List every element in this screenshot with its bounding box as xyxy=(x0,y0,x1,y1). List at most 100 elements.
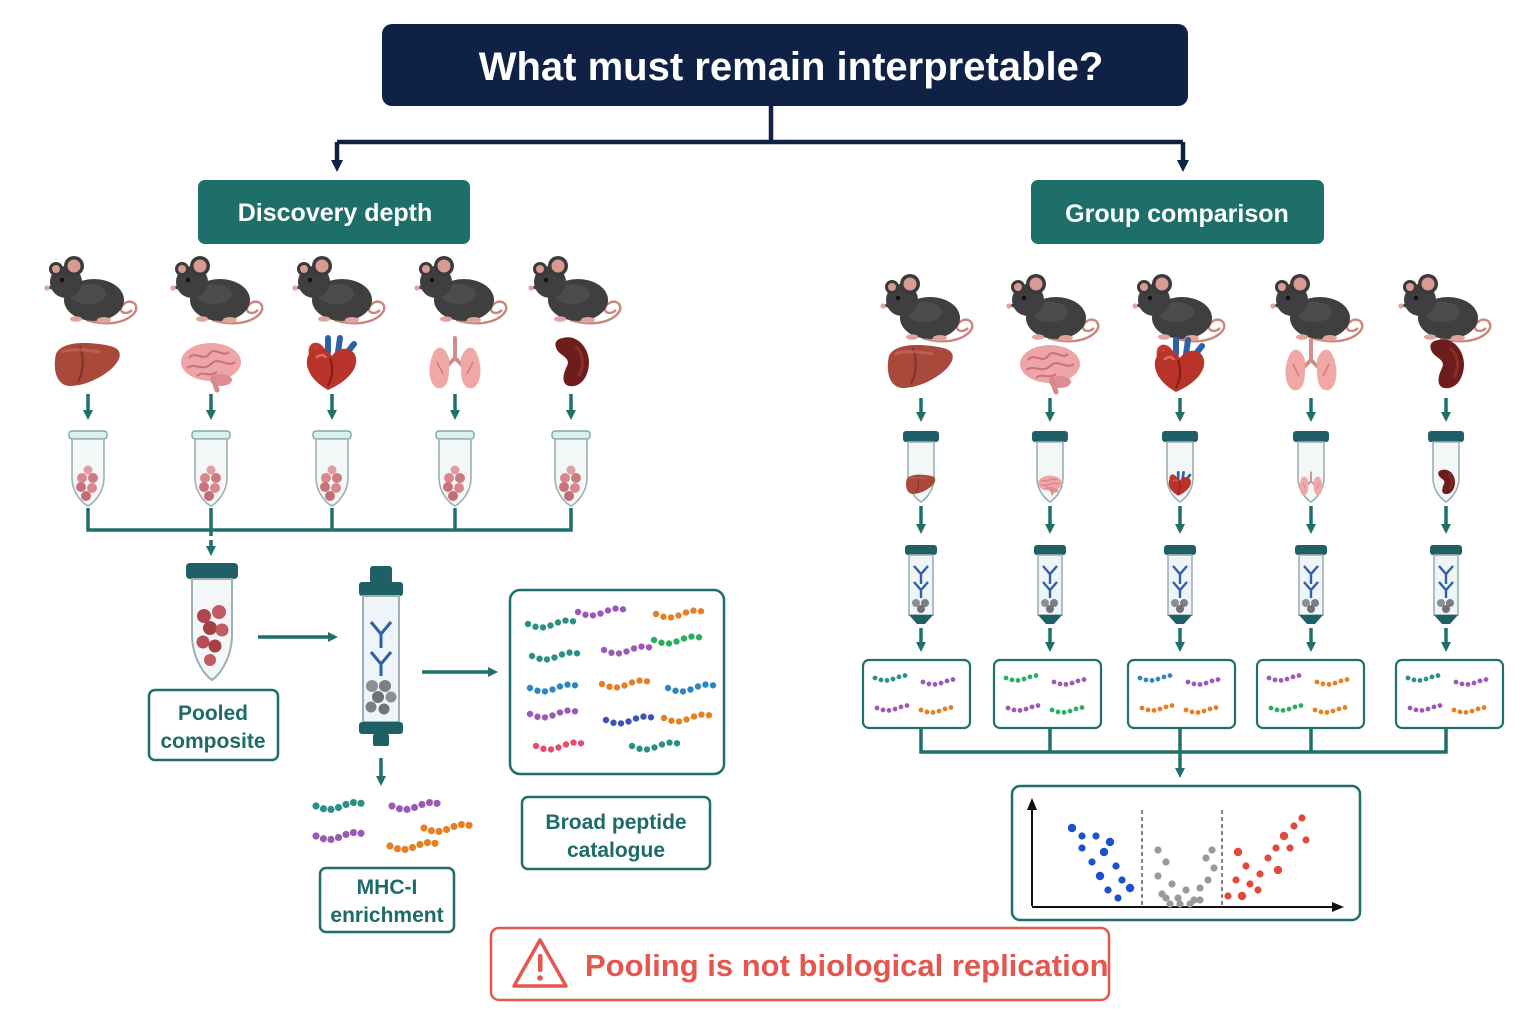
volcano-point xyxy=(1125,883,1135,893)
volcano-point xyxy=(1242,862,1250,870)
volcano-point xyxy=(1254,886,1262,894)
volcano-point xyxy=(1273,865,1283,875)
volcano-point xyxy=(1154,846,1162,854)
sample-tube-icon xyxy=(435,430,475,507)
left-organ-arrows xyxy=(83,394,576,420)
peptide-chain-icon xyxy=(311,798,366,814)
peptide-chain-icon xyxy=(1404,672,1442,684)
title-banner: What must remain interpretable? xyxy=(382,24,1188,106)
right-organ-arrows xyxy=(916,398,1451,422)
right-column-arrows xyxy=(916,628,1451,652)
mhc-column-icon xyxy=(903,543,939,626)
branch-discovery-depth: Discovery depth xyxy=(198,180,470,244)
peptide-chain-icon xyxy=(1313,676,1351,688)
volcano-point xyxy=(1224,892,1232,900)
mhc-column-icon xyxy=(359,566,403,746)
peptide-chain-icon xyxy=(652,606,706,622)
volcano-point xyxy=(1067,823,1077,833)
sample-tube-icon xyxy=(191,430,231,507)
volcano-point xyxy=(1078,832,1086,840)
peptide-chain-icon xyxy=(1265,672,1303,684)
volcano-point xyxy=(1272,844,1280,852)
peptide-chain-icon xyxy=(311,828,366,844)
catalogue-peptides xyxy=(524,604,718,754)
catalogue-label-line2: catalogue xyxy=(567,839,665,862)
peptide-chain-icon xyxy=(1184,676,1222,688)
mhc-column-icon xyxy=(1293,543,1329,626)
lungs-icon xyxy=(427,336,483,391)
title-connector xyxy=(331,106,1189,172)
volcano-point xyxy=(1246,880,1254,888)
peptide-chain-icon xyxy=(574,604,628,620)
mhc-label-line2: enrichment xyxy=(330,904,443,927)
mhc-enrichment-label: MHC-I enrichment xyxy=(318,866,456,934)
branch-group-label: Group comparison xyxy=(1065,200,1289,228)
peptide-chain-icon xyxy=(1267,702,1305,714)
peptide-chain-icon xyxy=(1138,702,1176,714)
volcano-point xyxy=(1154,872,1162,880)
volcano-point xyxy=(1114,894,1122,902)
volcano-point xyxy=(1204,876,1212,884)
peptide-chain-icon xyxy=(664,680,718,696)
peptide-chain-icon xyxy=(871,672,909,684)
mhc-label-line1: MHC-I xyxy=(357,876,418,899)
brain-icon xyxy=(181,343,241,390)
volcano-point xyxy=(1099,847,1109,857)
volcano-points xyxy=(1067,814,1310,908)
volcano-point xyxy=(1174,894,1182,902)
mhc-column-icon xyxy=(1032,543,1068,626)
lungs-icon xyxy=(1283,338,1339,393)
volcano-point xyxy=(1168,880,1176,888)
volcano-point xyxy=(1196,884,1204,892)
volcano-point xyxy=(1112,862,1120,870)
sample-tube-icon xyxy=(312,430,352,507)
volcano-point xyxy=(1162,858,1170,866)
warning-icon xyxy=(512,938,568,988)
sample-tube-icon xyxy=(68,430,108,507)
left-organs-row xyxy=(53,335,591,391)
catalogue-label-line1: Broad peptide xyxy=(545,811,686,834)
warning-box: Pooling is not biological replication xyxy=(489,926,1111,1002)
volcano-point xyxy=(1104,886,1112,894)
heart-icon xyxy=(307,338,356,390)
mouse-icon xyxy=(43,254,138,325)
mouse-icon xyxy=(527,254,622,325)
right-mice-row xyxy=(879,272,1492,343)
volcano-point xyxy=(1264,854,1272,862)
peptide-chain-icon xyxy=(1452,676,1490,688)
volcano-point xyxy=(1095,871,1105,881)
peptide-chain-icon xyxy=(419,820,474,836)
peptide-chain-icon xyxy=(917,704,955,716)
peptide-chain-icon xyxy=(628,738,682,754)
peptide-chain-icon xyxy=(602,712,656,728)
left-pool-connector xyxy=(86,508,573,556)
left-sample-tubes xyxy=(68,430,591,507)
right-enrichment-columns xyxy=(903,543,1464,626)
brain-icon xyxy=(1020,345,1080,392)
peptide-chain-icon xyxy=(1311,704,1349,716)
volcano-point xyxy=(1176,900,1184,908)
kidney-icon xyxy=(553,335,591,388)
peptide-chain-icon xyxy=(873,702,911,714)
mouse-icon xyxy=(1005,272,1100,343)
volcano-point xyxy=(1118,876,1126,884)
sample-tube-icon xyxy=(551,430,591,507)
eluate-peptides xyxy=(311,798,474,854)
volcano-point xyxy=(1233,847,1243,857)
mhc-column-icon xyxy=(1162,543,1198,626)
heart-icon xyxy=(1155,340,1204,392)
volcano-point xyxy=(1186,900,1194,908)
mouse-icon xyxy=(169,254,264,325)
peptide-chain-icon xyxy=(532,738,586,754)
pooled-composite-label: Pooled composite xyxy=(147,688,280,762)
peptide-chain-icon xyxy=(650,632,704,648)
volcano-point xyxy=(1256,870,1264,878)
pooled-tube-icon xyxy=(186,563,238,682)
mouse-icon xyxy=(1131,272,1226,343)
mouse-icon xyxy=(291,254,386,325)
title-text: What must remain interpretable? xyxy=(479,45,1104,89)
volcano-point xyxy=(1210,864,1218,872)
right-organs-row xyxy=(886,338,1466,393)
peptide-chain-icon xyxy=(387,798,442,814)
